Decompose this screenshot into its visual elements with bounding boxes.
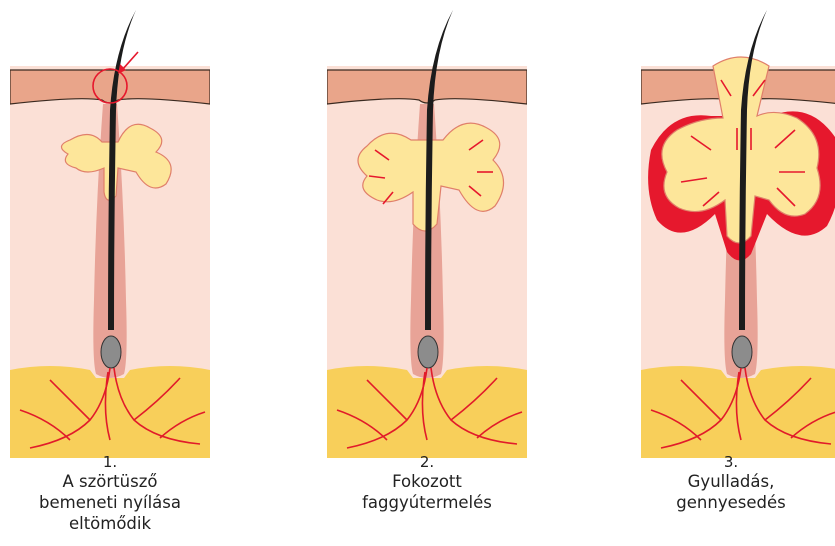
stage-3-caption: 3. Gyulladás, gennyesedés	[611, 454, 835, 513]
caption-line: bemeneti nyílása	[0, 492, 230, 513]
stage-3-panel: 3. Gyulladás, gennyesedés	[641, 0, 835, 546]
stage-number: 2.	[307, 454, 547, 471]
stage-2-illustration	[327, 0, 527, 460]
caption-line: A szörtüsző	[0, 471, 230, 492]
stage-2-caption: 2. Fokozott faggyútermelés	[307, 454, 547, 513]
skin-surface	[10, 70, 210, 104]
stage-3-illustration	[641, 0, 835, 460]
stage-1-panel: 1. A szörtüsző bemeneti nyílása eltömődi…	[10, 0, 210, 546]
stage-1-illustration	[10, 0, 210, 460]
stage-number: 3.	[611, 454, 835, 471]
fat-layer	[327, 366, 527, 458]
caption-line: faggyútermelés	[307, 492, 547, 513]
caption-line: Fokozott	[307, 471, 547, 492]
stage-number: 1.	[0, 454, 230, 471]
stage-1-caption: 1. A szörtüsző bemeneti nyílása eltömődi…	[0, 454, 230, 534]
hair-bulb	[732, 336, 752, 368]
skin-surface	[327, 70, 527, 104]
fat-layer	[10, 366, 210, 458]
caption-line: eltömődik	[0, 513, 230, 534]
hair-bulb	[418, 336, 438, 368]
hair-bulb	[101, 336, 121, 368]
caption-line: Gyulladás,	[611, 471, 835, 492]
stage-2-panel: 2. Fokozott faggyútermelés	[327, 0, 527, 546]
caption-line: gennyesedés	[611, 492, 835, 513]
